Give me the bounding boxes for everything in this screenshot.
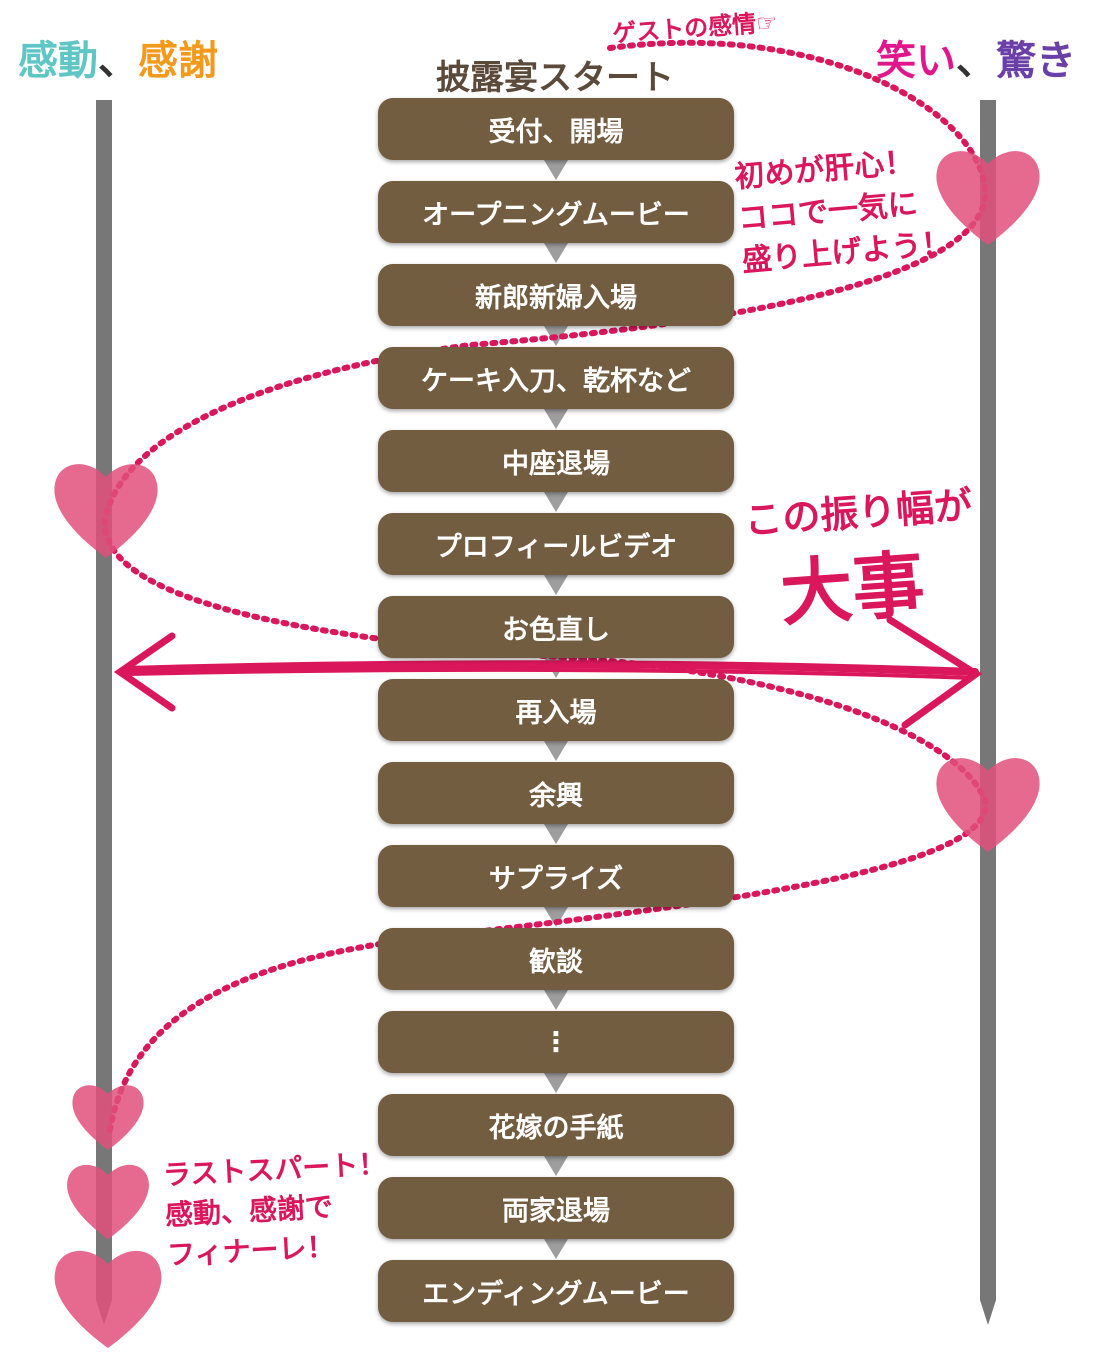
step-box: オープニングムービー (378, 181, 734, 243)
heart-icon (72, 1085, 144, 1150)
label-separator: 、 (956, 38, 996, 84)
emotion-curve (101, 39, 989, 1133)
step-box: 歓談 (378, 928, 734, 990)
step-box: 余興 (378, 762, 734, 824)
finale-note: ラストスパート！ 感動、感謝で フィナーレ！ (162, 1147, 388, 1272)
step-box: 再入場 (378, 679, 734, 741)
step-arrow (544, 492, 568, 512)
pole-left (96, 100, 112, 1325)
pole-right (980, 100, 996, 1325)
opening-note: 初めが肝心！ ココで一気に 盛り上げよう！ (733, 144, 953, 279)
step-arrow (544, 1156, 568, 1176)
step-arrow (544, 243, 568, 263)
step-box: 両家退場 (378, 1177, 734, 1239)
step-box: 新郎新婦入場 (378, 264, 734, 326)
heart-icon (936, 758, 1040, 852)
step-box: プロフィールビデオ (378, 513, 734, 575)
heart-icon (54, 464, 158, 558)
step-arrow (544, 1239, 568, 1259)
right-axis-label: 笑い、驚き (876, 28, 1076, 86)
heart-icon (936, 151, 1040, 245)
double-arrow-icon (113, 616, 983, 729)
step-box: 中座退場 (378, 430, 734, 492)
label-kandou: 感動 (18, 38, 98, 84)
step-arrow (544, 990, 568, 1010)
swing-callout-line2: 大事 (777, 542, 928, 636)
step-box: エンディングムービー (378, 1260, 734, 1322)
step-box: ⋮ (378, 1011, 734, 1073)
label-separator: 、 (98, 38, 138, 84)
program-steps: 受付、開場オープニングムービー新郎新婦入場ケーキ入刀、乾杯など中座退場プロフィー… (378, 98, 734, 1343)
start-label: 披露宴スタート (436, 58, 674, 98)
step-arrow (544, 160, 568, 180)
label-warai: 笑い (876, 38, 956, 84)
step-arrow (544, 575, 568, 595)
label-kansha: 感謝 (138, 38, 218, 84)
step-arrow (544, 824, 568, 844)
step-box: ケーキ入刀、乾杯など (378, 347, 734, 409)
step-box: サプライズ (378, 845, 734, 907)
step-arrow (544, 409, 568, 429)
left-axis-label: 感動、感謝 (18, 28, 218, 86)
step-arrow (544, 741, 568, 761)
label-odoroki: 驚き (996, 38, 1076, 84)
step-box: 受付、開場 (378, 98, 734, 160)
step-arrow (544, 1073, 568, 1093)
heart-icon (54, 1250, 162, 1348)
heart-icon (67, 1164, 149, 1240)
step-box: 花嫁の手紙 (378, 1094, 734, 1156)
step-box: お色直し (378, 596, 734, 658)
step-arrow (544, 907, 568, 927)
